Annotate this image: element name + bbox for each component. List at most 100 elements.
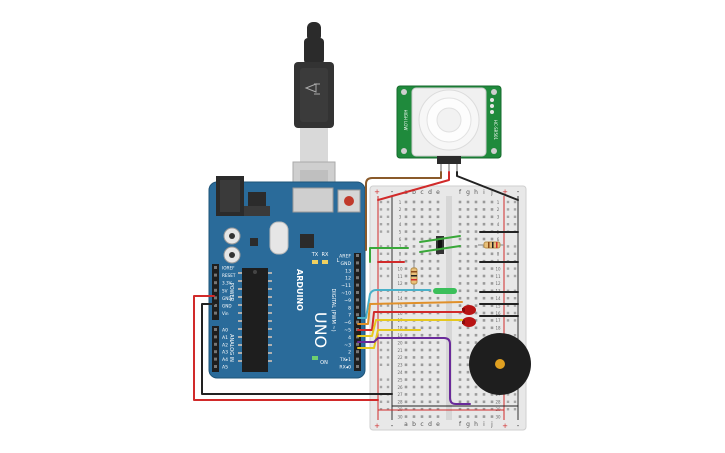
breadboard-hole bbox=[490, 296, 494, 300]
breadboard-hole bbox=[490, 415, 494, 418]
breadboard-hole bbox=[458, 356, 462, 359]
breadboard-hole bbox=[428, 252, 432, 256]
rail-hole bbox=[513, 245, 517, 248]
breadboard-hole bbox=[428, 259, 432, 263]
breadboard-hole bbox=[466, 385, 470, 389]
breadboard-hole bbox=[474, 200, 478, 204]
rail-hole bbox=[506, 297, 510, 300]
rail-hole bbox=[513, 304, 517, 307]
digital-pin-label: ~6 bbox=[344, 320, 351, 326]
power-header bbox=[212, 264, 219, 320]
breadboard-hole bbox=[482, 215, 486, 219]
digital-pin-label: 12 bbox=[345, 276, 351, 282]
power-pin-label: 3.3V bbox=[222, 281, 232, 286]
pir-left-text: HIGH LOW bbox=[403, 110, 408, 131]
breadboard-hole bbox=[404, 252, 408, 256]
breadboard-hole bbox=[412, 304, 416, 307]
breadboard-hole bbox=[482, 208, 486, 211]
breadboard-hole bbox=[428, 282, 432, 285]
breadboard-hole bbox=[428, 363, 432, 367]
breadboard-hole bbox=[490, 222, 494, 226]
power-pin-label: Vin bbox=[222, 311, 229, 316]
digital-pin-hole bbox=[356, 320, 359, 324]
digital-pin-label: ~10 bbox=[341, 291, 351, 297]
breadboard-hole bbox=[428, 222, 432, 226]
breadboard-hole bbox=[458, 267, 462, 270]
breadboard-hole bbox=[428, 356, 432, 359]
breadboard-row-number: 16 bbox=[495, 311, 501, 316]
rail-hole bbox=[513, 408, 517, 411]
breadboard-hole bbox=[412, 385, 416, 389]
breadboard-hole bbox=[420, 326, 424, 330]
breadboard-hole bbox=[458, 393, 462, 396]
breadboard-hole bbox=[428, 208, 432, 211]
rail-hole bbox=[513, 289, 517, 292]
wires bbox=[193, 171, 519, 411]
breadboard-hole bbox=[474, 208, 478, 211]
breadboard-hole bbox=[436, 348, 440, 352]
rail-hole bbox=[379, 208, 383, 211]
digital-pin-hole bbox=[356, 298, 359, 302]
rail-hole bbox=[506, 319, 510, 322]
rail-hole bbox=[379, 356, 383, 359]
breadboard-hole bbox=[482, 311, 486, 315]
digital-pin-label: 13 bbox=[345, 268, 351, 274]
rail-hole bbox=[379, 274, 383, 278]
breadboard-hole bbox=[428, 415, 432, 418]
breadboard-hole bbox=[420, 304, 424, 307]
power-pin-label: GND bbox=[222, 304, 232, 309]
breadboard-hole bbox=[482, 289, 486, 293]
breadboard-row-number: 7 bbox=[399, 244, 402, 249]
breadboard-hole bbox=[490, 208, 494, 211]
arduino-model: UNO bbox=[311, 312, 330, 348]
pir-model-text: HC-SR501 bbox=[493, 120, 498, 141]
breadboard-hole bbox=[420, 356, 424, 359]
breadboard-hole bbox=[404, 363, 408, 367]
breadboard-hole bbox=[474, 282, 478, 285]
breadboard-hole bbox=[436, 341, 440, 344]
rail-hole bbox=[513, 252, 517, 255]
breadboard-hole bbox=[436, 222, 440, 226]
plus-top-right: + bbox=[502, 188, 508, 196]
breadboard-hole bbox=[420, 407, 424, 411]
wire-black-gnd bbox=[201, 303, 393, 395]
breadboard-row-number: 24 bbox=[397, 370, 403, 375]
breadboard-col-letter: d bbox=[428, 189, 432, 196]
breadboard-row-number: 18 bbox=[397, 326, 403, 331]
digital-pin-label: 2 bbox=[348, 350, 351, 356]
breadboard-col-letter: c bbox=[420, 421, 423, 428]
rail-hole bbox=[386, 408, 390, 411]
breadboard-hole bbox=[404, 215, 408, 219]
rail-hole bbox=[506, 408, 510, 411]
breadboard-hole bbox=[436, 267, 440, 270]
breadboard-hole bbox=[404, 326, 408, 330]
breadboard-hole bbox=[490, 215, 494, 219]
digital-pin-label: 4 bbox=[348, 335, 351, 341]
breadboard-hole bbox=[412, 393, 416, 396]
breadboard-hole bbox=[474, 385, 478, 389]
digital-pin-hole bbox=[356, 357, 359, 361]
breadboard-hole bbox=[490, 304, 494, 307]
rail-hole bbox=[386, 385, 390, 389]
breadboard-hole bbox=[428, 385, 432, 389]
breadboard-hole bbox=[474, 230, 478, 233]
rail-hole bbox=[513, 223, 517, 226]
breadboard-hole bbox=[436, 200, 440, 204]
breadboard-hole bbox=[428, 341, 432, 344]
breadboard-hole bbox=[420, 393, 424, 396]
breadboard-hole bbox=[420, 208, 424, 211]
rail-hole bbox=[386, 400, 390, 403]
breadboard-hole bbox=[436, 356, 440, 359]
breadboard-hole bbox=[482, 200, 486, 204]
breadboard-hole bbox=[436, 393, 440, 396]
wire-yellow-1 bbox=[357, 319, 463, 337]
arduino-brand: ARDUINO bbox=[295, 269, 304, 311]
digital-header bbox=[354, 253, 361, 371]
breadboard-hole bbox=[474, 407, 478, 411]
breadboard-hole bbox=[436, 385, 440, 389]
breadboard-hole bbox=[458, 200, 462, 204]
breadboard-hole bbox=[466, 252, 470, 256]
breadboard-hole bbox=[412, 348, 416, 352]
breadboard-col-letter: e bbox=[436, 421, 440, 428]
rail-hole bbox=[379, 200, 383, 204]
